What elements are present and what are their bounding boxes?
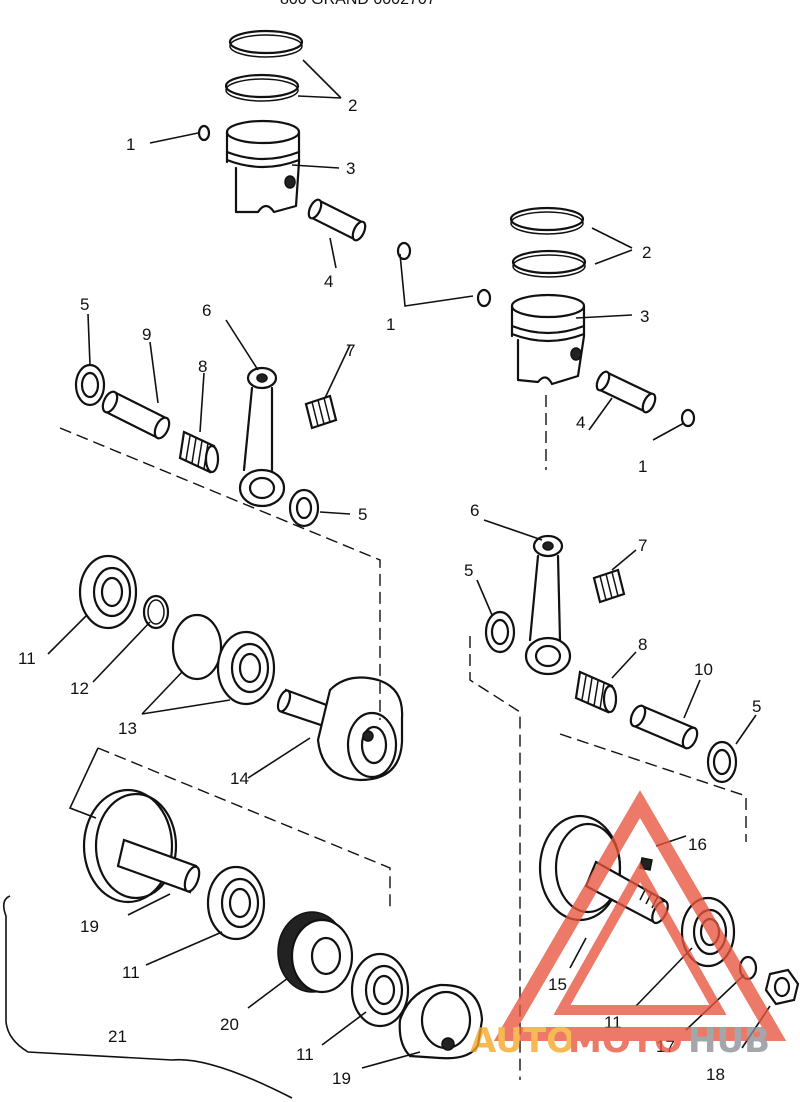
callout-1: 1 (638, 457, 647, 476)
callout-14: 14 (230, 769, 249, 788)
callout-2: 2 (348, 96, 357, 115)
callout-10: 10 (694, 660, 713, 679)
callout-leaders (47, 59, 771, 1069)
thrust-washer-right-1 (484, 610, 516, 654)
callout-7: 7 (638, 536, 647, 555)
main-bearing-left-2 (216, 630, 276, 706)
callout-7: 7 (346, 341, 355, 360)
callout-20: 20 (220, 1015, 239, 1034)
piston-rings-right (509, 206, 587, 278)
needle-bearing-big-left (178, 430, 220, 474)
connecting-rod-left (238, 366, 286, 508)
callout-11: 11 (122, 963, 140, 982)
header-text: 800 GRAND 0002707 (280, 0, 436, 8)
piston-right (510, 293, 586, 386)
dashed-assembly-lines (59, 395, 747, 1080)
callout-11: 11 (296, 1045, 314, 1064)
callout-3: 3 (346, 159, 355, 178)
callout-5: 5 (358, 505, 367, 524)
callout-19: 19 (80, 917, 99, 936)
connecting-rod-right (524, 534, 572, 676)
crank-pin-right (629, 704, 699, 750)
crank-web-19 (82, 788, 201, 904)
callout-18: 18 (706, 1065, 725, 1084)
crank-web-19b (398, 983, 484, 1060)
callout-15: 15 (548, 975, 567, 994)
callout-2: 2 (642, 243, 651, 262)
piston-rings-left (224, 29, 304, 102)
callout-6: 6 (202, 301, 211, 320)
snap-ring-13 (171, 613, 223, 681)
needle-bearing-big-right (574, 670, 618, 714)
callout-13: 13 (118, 719, 137, 738)
circlip-left-1 (197, 124, 211, 142)
nut-18 (764, 968, 800, 1006)
circlip-left-2 (396, 241, 412, 261)
circlip-right-2 (680, 408, 696, 428)
callout-12: 12 (70, 679, 89, 698)
callout-4: 4 (324, 272, 333, 291)
wrist-pin-right (595, 370, 657, 414)
main-bearing-11d (350, 952, 410, 1028)
solid-leader-lines (2, 253, 474, 1099)
crank-pin-left (101, 390, 171, 440)
thrust-washer-left-2 (288, 488, 320, 528)
watermark-text-moto: MOTO (568, 1021, 683, 1061)
callout-6: 6 (470, 501, 479, 520)
thrust-washer-left-1 (74, 363, 106, 407)
crankshaft-left-14 (276, 676, 404, 782)
piston-left (225, 119, 301, 214)
main-bearing-11c (206, 865, 266, 941)
callout-1: 1 (126, 135, 135, 154)
watermark-logo: AUTO MOTO HUB (470, 790, 787, 1061)
callout-11: 11 (18, 649, 36, 668)
callout-17: 17 (656, 1037, 675, 1056)
callout-5: 5 (752, 697, 761, 716)
callout-9: 9 (142, 325, 151, 344)
circlip-right-1 (476, 288, 492, 308)
needle-bearing-small-left (304, 394, 338, 430)
callout-5: 5 (80, 295, 89, 314)
callout-4: 4 (576, 413, 585, 432)
main-bearing-left-1 (78, 554, 138, 630)
callout-1: 1 (386, 315, 395, 334)
thrust-washer-right-2 (706, 740, 738, 784)
callout-19: 19 (332, 1069, 351, 1088)
wrist-pin-left (307, 198, 367, 242)
callout-3: 3 (640, 307, 649, 326)
callout-5: 5 (464, 561, 473, 580)
callout-8: 8 (638, 635, 647, 654)
ring-12 (142, 594, 170, 630)
labyrinth-seal-20 (277, 911, 354, 994)
callout-16: 16 (688, 835, 707, 854)
needle-bearing-small-right (592, 568, 626, 604)
callout-21: 21 (108, 1027, 127, 1046)
watermark-text-hub: HUB (688, 1021, 770, 1061)
callout-numbers: 1 2 3 4 1 2 3 4 1 5 9 6 8 7 5 6 7 5 8 10… (18, 96, 761, 1088)
callout-8: 8 (198, 357, 207, 376)
watermark-text-auto: AUTO (470, 1021, 575, 1061)
